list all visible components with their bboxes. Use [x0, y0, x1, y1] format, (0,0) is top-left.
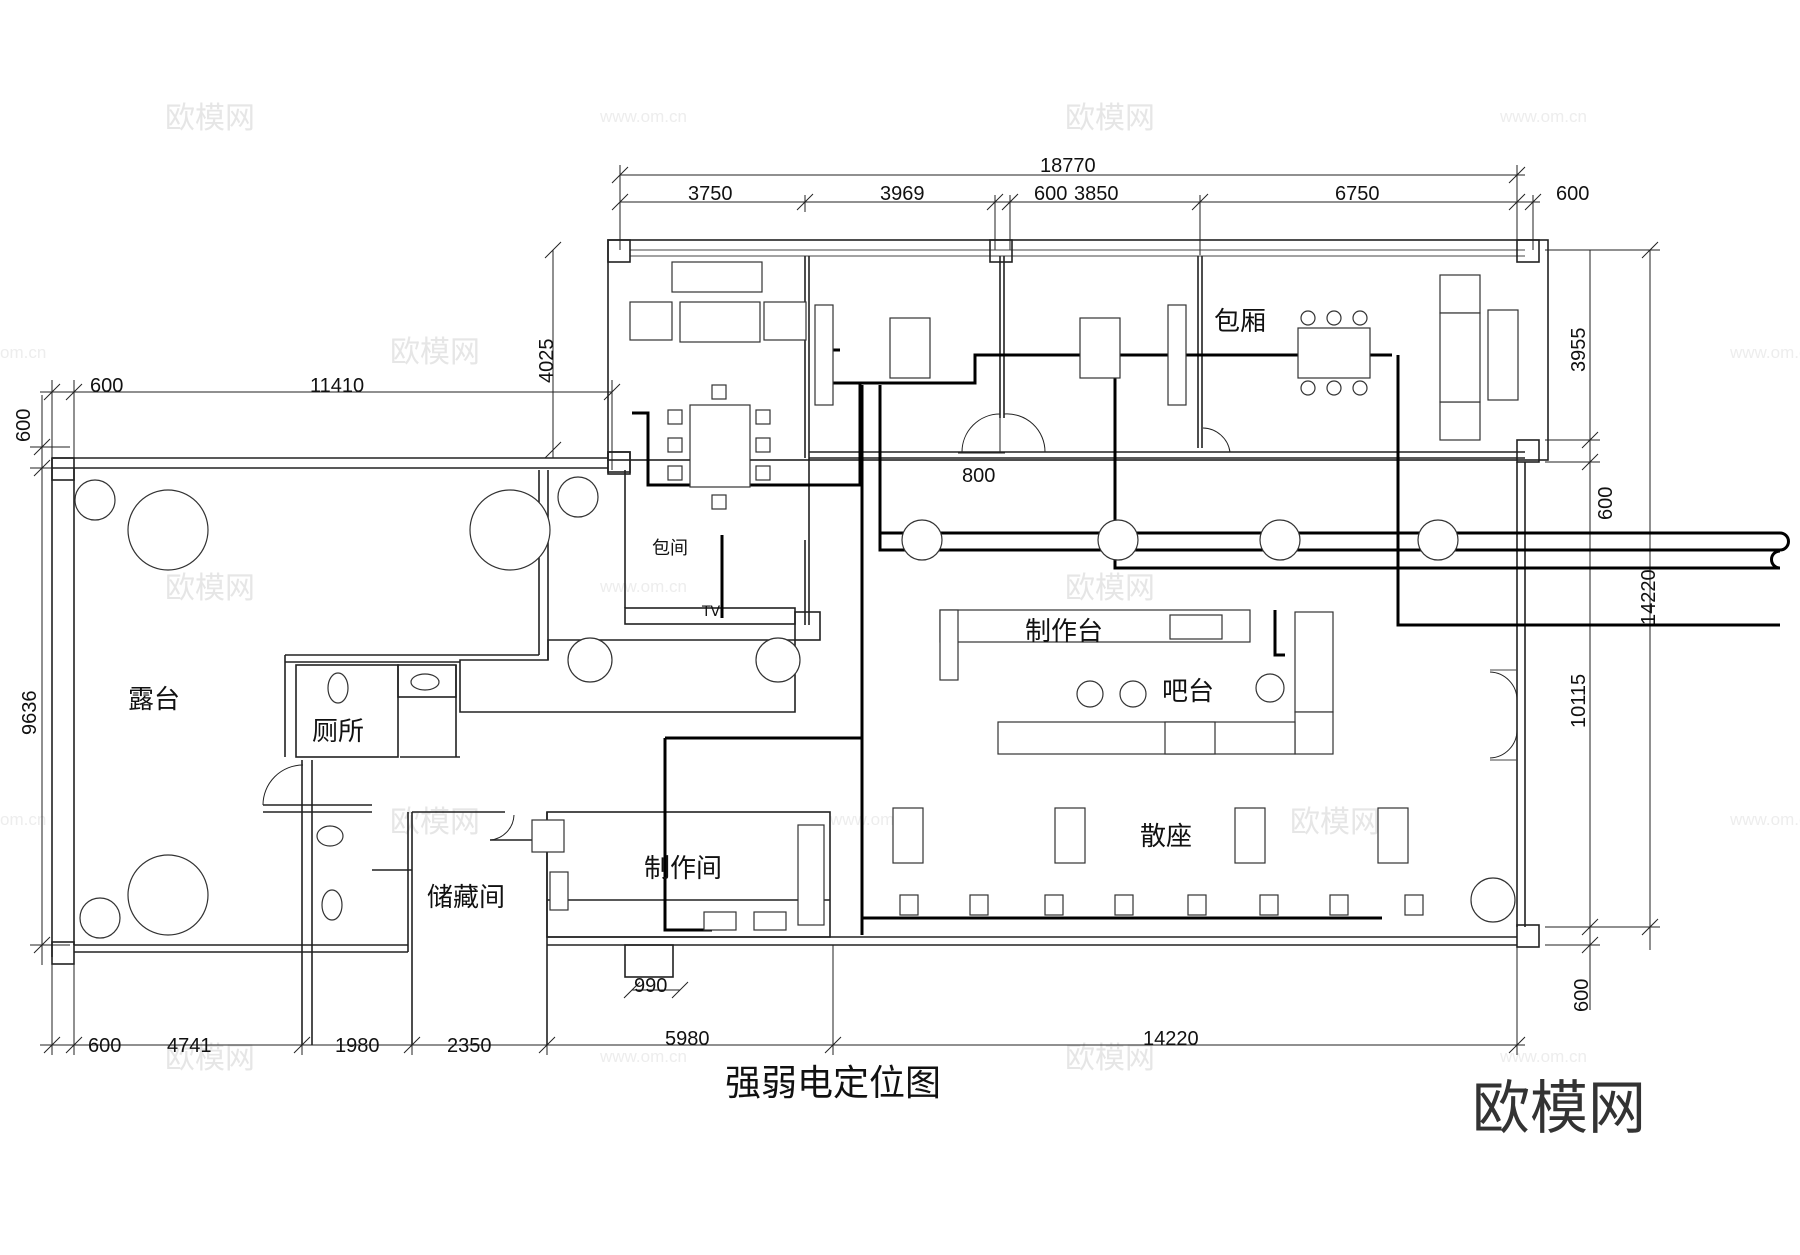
dim-left-vertical-upper: 4025: [536, 339, 558, 384]
dim-top: 3969: [880, 183, 925, 205]
watermark: 欧模网: [1290, 805, 1380, 840]
dim-bottom: 4741: [167, 1035, 212, 1057]
dim-bottom: 2350: [447, 1035, 492, 1057]
dim-bottom-small: 990: [634, 975, 667, 997]
dim-left-top: 11410: [310, 375, 364, 397]
watermark-group: 欧模网 www.om.cn 欧模网 www.om.cn om.cn 欧模网 ww…: [0, 101, 1800, 1076]
watermark-url: www.om.cn: [1729, 343, 1800, 362]
room-bar: 吧台: [1162, 677, 1214, 707]
watermark-url: www.om.cn: [1499, 107, 1587, 126]
watermark: 欧模网: [165, 101, 255, 136]
dim-top: 6750: [1335, 183, 1380, 205]
doors: [262, 413, 1518, 841]
dim-top-total: 18770: [1040, 155, 1096, 177]
room-storage: 储藏间: [427, 883, 505, 913]
room-labels: 露台 厕所 储藏间 包间 包厢 制作台 吧台 制作间 散座 TV: [128, 307, 1266, 913]
watermark: 欧模网: [390, 335, 480, 370]
room-open-seating: 散座: [1140, 822, 1192, 852]
dim-top: 600: [1034, 183, 1067, 205]
dim-left-top: 600: [90, 375, 123, 397]
watermark-url: www.om.cn: [1499, 1047, 1587, 1066]
dimension-lines: [30, 165, 1660, 1055]
watermark: 欧模网: [165, 571, 255, 606]
room-workbench: 制作台: [1025, 617, 1103, 647]
dim-right-vertical: 600: [1595, 487, 1617, 520]
watermark-url: www.om.cn: [599, 1047, 687, 1066]
watermark: 欧模网: [1065, 101, 1155, 136]
watermark-side: om.cn: [0, 810, 46, 829]
tv-label: TV: [701, 604, 721, 620]
page-title: 强弱电定位图: [725, 1063, 941, 1104]
room-terrace: 露台: [128, 685, 180, 715]
watermark-side: om.cn: [0, 343, 46, 362]
room-private: 包厢: [1214, 307, 1266, 337]
dim-right-vertical: 3955: [1568, 328, 1590, 373]
dim-bottom: 14220: [1143, 1028, 1199, 1050]
dim-right-total: 14220: [1638, 569, 1660, 625]
dim-bottom: 1980: [335, 1035, 380, 1057]
dim-top: 3850: [1074, 183, 1119, 205]
dim-top: 3750: [688, 183, 733, 205]
watermark: 欧模网: [165, 1041, 255, 1076]
watermark: 欧模网: [1065, 1041, 1155, 1076]
dim-bottom: 600: [88, 1035, 121, 1057]
dim-left-vertical: 9636: [19, 691, 41, 736]
dim-right-vertical: 600: [1571, 979, 1593, 1012]
watermark-url: www.om.cn: [599, 577, 687, 596]
watermark: 欧模网: [1065, 571, 1155, 606]
watermark-url: www.om.cn: [1729, 810, 1800, 829]
dim-door: 800: [962, 465, 995, 487]
dim-bottom: 5980: [665, 1028, 710, 1050]
dim-right-vertical: 10115: [1568, 674, 1590, 728]
dim-left-vertical: 600: [13, 409, 35, 442]
furniture: [74, 261, 1519, 939]
brand-logo: 欧模网: [1472, 1074, 1646, 1142]
watermark-url: www.om.cn: [599, 107, 687, 126]
room-toilet: 厕所: [312, 717, 364, 747]
room-kitchen: 制作间: [644, 854, 722, 884]
room-private-small: 包间: [652, 538, 688, 559]
dimension-labels: 18770 3750 3969 600 3850 6750 600 600 11…: [13, 155, 1660, 1057]
dim-top: 600: [1556, 183, 1589, 205]
watermark: 欧模网: [390, 805, 480, 840]
